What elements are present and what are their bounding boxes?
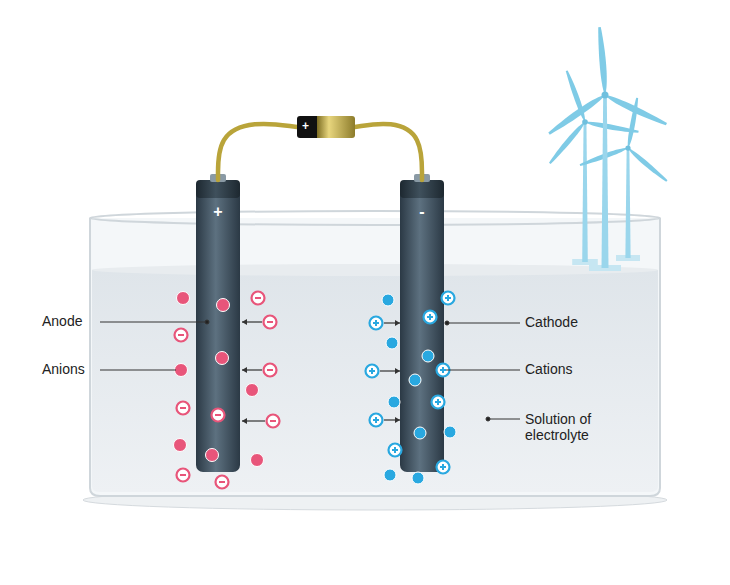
- arrow-head: [242, 367, 247, 373]
- anion: [217, 299, 230, 312]
- part-label: Cations: [525, 361, 615, 377]
- part-label: Cathode: [525, 314, 615, 330]
- anion: [216, 352, 229, 365]
- cation: [386, 337, 398, 349]
- cation: [384, 469, 396, 481]
- anion: [206, 449, 219, 462]
- wind-turbines: [547, 27, 668, 271]
- cathode-electrode: -: [400, 180, 444, 240]
- cation: [414, 427, 426, 439]
- cation-marked: [442, 292, 455, 305]
- cation-marked: [437, 461, 450, 474]
- cation-marked: [389, 444, 402, 457]
- arrow-head: [242, 418, 247, 424]
- cation: [409, 374, 421, 386]
- anion: [174, 439, 187, 452]
- arrow-head: [242, 319, 247, 325]
- anion-marked: [267, 415, 280, 428]
- polarity-sign: +: [196, 204, 240, 220]
- ions: [174, 292, 457, 489]
- cation-marked: [432, 396, 445, 409]
- anion: [246, 384, 259, 397]
- anion-marked: [264, 316, 277, 329]
- anion-marked: [177, 469, 190, 482]
- wire: [355, 124, 422, 180]
- polarity-sign: -: [400, 204, 444, 220]
- cation-marked: [366, 365, 379, 378]
- part-label: Anode: [42, 313, 102, 329]
- cation-marked: [370, 414, 383, 427]
- anion: [177, 292, 190, 305]
- beaker: [83, 211, 667, 510]
- part-label: Anions: [42, 361, 102, 377]
- anion-marked: [175, 329, 188, 342]
- cation: [412, 472, 424, 484]
- anion: [251, 454, 264, 467]
- anion-marked: [252, 292, 265, 305]
- cathode-rod: [400, 174, 444, 472]
- anode-electrode: +: [196, 180, 240, 240]
- leader-lines: [100, 320, 520, 421]
- anode-rod: [196, 174, 240, 472]
- cation: [388, 396, 400, 408]
- arrow-head: [395, 320, 400, 326]
- wind-turbine: [548, 70, 639, 265]
- arrow-head: [395, 417, 400, 423]
- part-label: Solution of electrolyte: [525, 411, 617, 443]
- wind-turbine: [579, 97, 668, 261]
- anion-marked: [216, 476, 229, 489]
- anion-marked: [264, 364, 277, 377]
- arrow-head: [395, 368, 400, 374]
- anion-marked: [177, 402, 190, 415]
- cation-marked: [370, 317, 383, 330]
- polarity-sign: +: [302, 120, 355, 132]
- cation: [422, 350, 434, 362]
- battery: +: [297, 116, 355, 138]
- cation-marked: [424, 311, 437, 324]
- wind-turbine: [547, 27, 668, 271]
- cation: [382, 294, 394, 306]
- wire: [218, 124, 297, 180]
- cation: [444, 426, 456, 438]
- anion-marked: [212, 409, 225, 422]
- anion: [175, 364, 188, 377]
